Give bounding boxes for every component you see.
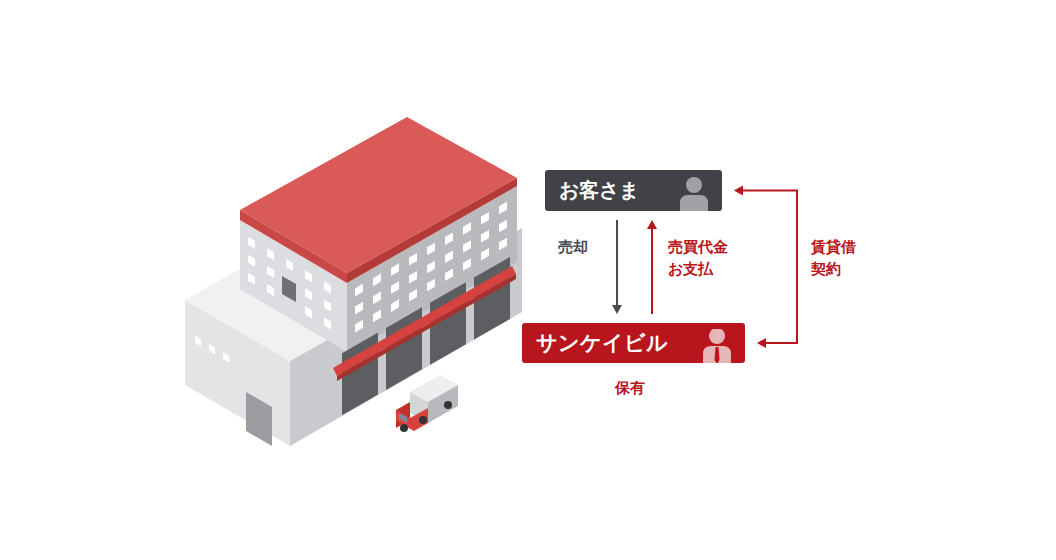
window [373, 274, 381, 287]
dock-opening [246, 392, 272, 446]
edge-label: 売却 [558, 236, 588, 258]
window [355, 284, 363, 297]
window [463, 240, 471, 253]
window [324, 317, 331, 329]
awning-edge [337, 274, 516, 381]
node-label: サンケイビル [536, 323, 668, 363]
person-icon [676, 176, 712, 211]
window [499, 202, 507, 215]
arrowhead [734, 186, 743, 196]
customer-box: お客さま [545, 170, 722, 211]
roof-edge [347, 178, 517, 283]
window [409, 289, 417, 302]
truck [396, 375, 458, 432]
window [355, 320, 363, 333]
arrowhead [757, 338, 766, 348]
arrowhead [612, 305, 622, 314]
window [373, 292, 381, 305]
window [355, 302, 363, 315]
connector [612, 220, 622, 314]
person-icon [699, 329, 735, 363]
window [445, 232, 453, 245]
window [305, 270, 312, 282]
window [209, 344, 215, 354]
window [305, 288, 312, 300]
awning [333, 266, 516, 376]
window [499, 238, 507, 251]
window [324, 299, 331, 311]
window [481, 248, 489, 261]
window [391, 299, 399, 312]
note-label: 保有 [615, 377, 645, 399]
window [427, 279, 435, 292]
window [409, 253, 417, 266]
edge-label: 売買代金 お支払 [668, 236, 728, 280]
window [445, 250, 453, 263]
window [267, 266, 274, 278]
window [391, 263, 399, 276]
door [282, 276, 296, 302]
window [409, 271, 417, 284]
window [445, 268, 453, 281]
edge-label: 賃貸借 契約 [811, 236, 856, 280]
node-label: お客さま [559, 170, 639, 211]
window [223, 352, 229, 362]
window [248, 237, 255, 249]
window [463, 258, 471, 271]
company-box: サンケイビル [522, 323, 745, 363]
connector [647, 220, 657, 314]
roof-edge [240, 210, 347, 283]
window [499, 220, 507, 233]
window [286, 259, 293, 271]
window [248, 255, 255, 267]
window [267, 284, 274, 296]
window [391, 281, 399, 294]
window [267, 248, 274, 260]
window [324, 281, 331, 293]
window [195, 336, 201, 346]
window [305, 306, 312, 318]
roof [240, 117, 517, 273]
arrowhead [647, 220, 657, 229]
window [427, 261, 435, 274]
window [481, 230, 489, 243]
window [248, 273, 255, 285]
window [481, 212, 489, 225]
window [373, 310, 381, 323]
window [463, 222, 471, 235]
window [427, 243, 435, 256]
